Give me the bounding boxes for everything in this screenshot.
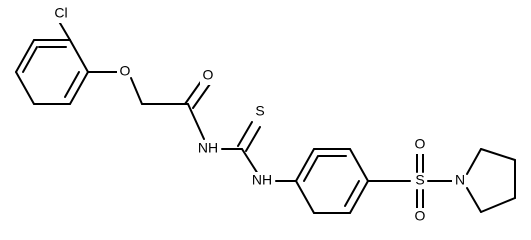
aniline-nh-label-bg bbox=[248, 172, 276, 190]
bond-cs-nh2 bbox=[241, 148, 259, 175]
bond-co-nh bbox=[187, 103, 205, 140]
bond-co-double-o-a bbox=[184, 79, 203, 105]
aromatic-inner-bond-c bbox=[22, 46, 38, 73]
bond-ar3-ar4 bbox=[69, 71, 89, 105]
bond-n-c1 bbox=[466, 148, 482, 175]
sulfonyl-sulfur-label: S bbox=[415, 172, 424, 188]
thione-sulfur-label-bg bbox=[252, 103, 268, 121]
bond-c3-c4 bbox=[480, 197, 516, 213]
bond-cs-double-s-b bbox=[245, 126, 261, 152]
bond-ph-a6-a1 bbox=[295, 180, 315, 214]
pyrrolidine-nitrogen-label: N bbox=[455, 172, 465, 188]
chemical-structure-diagram: Cl O O NH S NH bbox=[15, 4, 516, 226]
bond-ar5-ar6 bbox=[15, 71, 35, 105]
bond-ph-a1-a2 bbox=[295, 148, 315, 182]
carbonyl-oxygen-label-bg bbox=[200, 67, 216, 85]
ether-oxygen-label: O bbox=[120, 63, 131, 79]
bond-o-ch2 bbox=[130, 77, 143, 105]
chlorine-label: Cl bbox=[54, 5, 67, 21]
bond-c1-c2 bbox=[480, 148, 516, 161]
para-ring-inner-bond-b bbox=[344, 180, 360, 207]
para-phenyl-ring bbox=[295, 148, 369, 214]
bond-ar6-ar1 bbox=[15, 39, 35, 73]
ether-oxygen-label-bg bbox=[117, 63, 133, 81]
sulfonyl-sulfur-label-bg bbox=[412, 172, 428, 190]
bond-cs-double-s-a bbox=[237, 121, 253, 147]
sulfonyl-oxygen-top-label-bg bbox=[412, 136, 428, 154]
aromatic-inner-bond-b bbox=[64, 71, 80, 98]
thione-sulfur-label: S bbox=[255, 103, 264, 119]
bond-co-double-o-b bbox=[192, 83, 211, 109]
para-ring-inner-bond-c bbox=[303, 155, 319, 182]
bond-ar2-ar3 bbox=[69, 39, 89, 73]
amide-nh-label: NH bbox=[198, 140, 218, 156]
carbonyl-oxygen-label: O bbox=[203, 67, 214, 83]
sulfonyl-oxygen-bottom-label-bg bbox=[412, 208, 428, 226]
chlorophenyl-ring bbox=[15, 39, 89, 105]
amide-nh-label-bg bbox=[194, 140, 222, 158]
molecule-svg: Cl O O NH S NH bbox=[15, 4, 516, 226]
pyrrolidine-nitrogen-label-bg bbox=[452, 172, 468, 190]
sulfonyl-oxygen-bottom-label: O bbox=[415, 208, 426, 224]
bond-c4-n bbox=[466, 187, 482, 213]
aniline-nh-label: NH bbox=[252, 172, 272, 188]
bond-ph-a4-a5 bbox=[349, 180, 369, 214]
sulfonyl-oxygen-top-label: O bbox=[415, 136, 426, 152]
pyrrolidine-ring bbox=[466, 148, 516, 213]
bond-ph-a3-a4 bbox=[349, 148, 369, 182]
chlorine-label-bg bbox=[47, 5, 75, 23]
